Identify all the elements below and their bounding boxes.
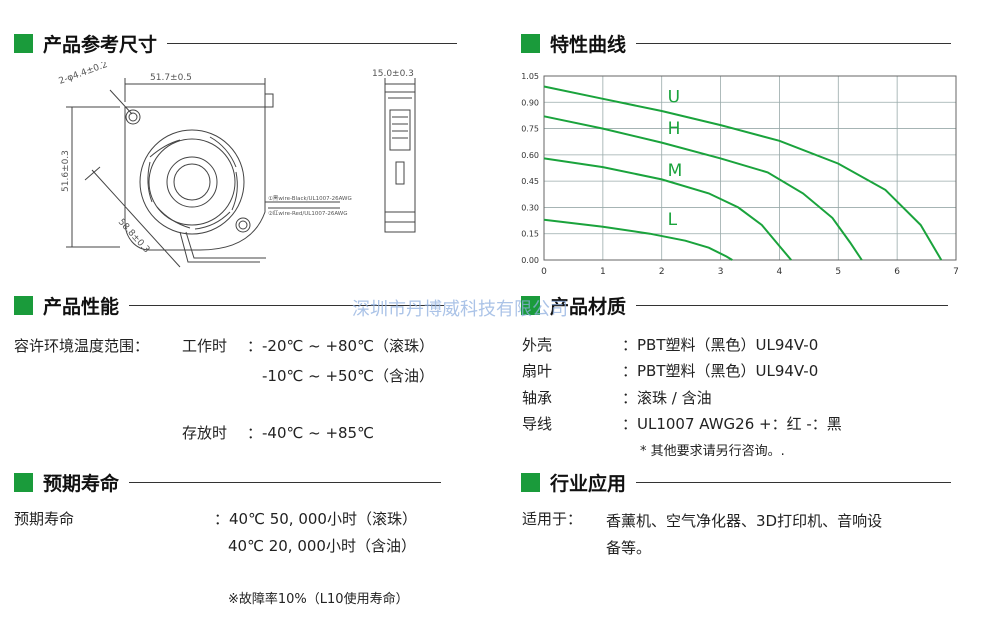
y-tick-label: 0.30 — [521, 203, 539, 212]
lifespan-label: 预期寿命 — [14, 510, 75, 528]
curve-label-l: L — [668, 210, 678, 230]
section-title-text: 特性曲线 — [550, 34, 627, 56]
section-marker — [521, 473, 540, 492]
curve-u — [543, 85, 943, 261]
x-tick-label: 3 — [718, 267, 724, 277]
plot-frame — [543, 75, 957, 261]
x-tick-label: 7 — [953, 267, 959, 277]
section-title-performance: 产品性能 — [14, 292, 445, 319]
x-tick-label: 5 — [835, 267, 841, 277]
dim-diag-label: 58.8±0.3 — [116, 217, 151, 255]
work-value-ball: ：-20℃ ~ +80℃（滚珠） — [247, 337, 434, 355]
section-title-text: 行业应用 — [550, 473, 627, 495]
watermark: 深圳市丹博威科技有限公司 — [352, 299, 568, 320]
y-tick-label: 0.90 — [521, 98, 539, 107]
material-label-wire: 导线 — [522, 415, 553, 433]
y-tick-label: 0.45 — [521, 177, 539, 186]
y-tick-label: 0.60 — [521, 151, 539, 160]
material-value-wire: ：UL1007 AWG26 +：红 -：黑 — [622, 415, 842, 433]
material-value-shell: ：PBT塑料（黑色）UL94V-0 — [622, 336, 819, 354]
section-rule — [129, 305, 445, 306]
section-title-application: 行业应用 — [521, 469, 952, 496]
curve-label-m: M — [668, 161, 683, 181]
x-tick-label: 2 — [659, 267, 665, 277]
section-rule — [636, 305, 949, 306]
y-tick-label: 1.05 — [521, 72, 539, 81]
dim-height-label: 51.6±0.3 — [61, 150, 71, 192]
dim-hole-label: 2-φ4.4±0.2 — [58, 62, 109, 87]
section-marker — [521, 296, 540, 315]
y-tick-label: 0.75 — [521, 125, 539, 134]
x-tick-label: 1 — [600, 267, 606, 277]
x-tick-label: 6 — [894, 267, 900, 277]
x-tick-label: 0 — [541, 267, 547, 277]
store-label: 存放时 — [182, 424, 228, 442]
curve-label-h: H — [668, 119, 681, 139]
lifespan-ball: ：40℃ 50, 000小时（滚珠） — [214, 510, 417, 528]
section-title-text: 产品性能 — [43, 296, 120, 318]
section-title-dimensions: 产品参考尺寸 — [14, 30, 458, 57]
curve-m — [543, 157, 792, 261]
section-marker — [14, 34, 33, 53]
temp-range-label: 容许环境温度范围： — [14, 337, 150, 355]
work-label: 工作时 — [182, 337, 228, 355]
work-value-oil: -10℃ ~ +50℃（含油） — [262, 367, 434, 385]
store-value: ：-40℃ ~ +85℃ — [247, 424, 374, 442]
application-line1: 香薰机、空气净化器、3D打印机、音响设 — [606, 512, 883, 530]
material-label-blade: 扇叶 — [522, 362, 553, 380]
material-value-blade: ：PBT塑料（黑色）UL94V-0 — [622, 362, 819, 380]
curve-label-u: U — [668, 87, 680, 107]
section-title-curve: 特性曲线 — [521, 30, 952, 57]
section-rule — [636, 482, 952, 483]
section-marker — [14, 296, 33, 315]
lifespan-note: ※故障率10%（L10使用寿命） — [228, 592, 409, 607]
section-rule — [167, 43, 458, 44]
section-title-text: 预期寿命 — [43, 473, 120, 495]
section-marker — [521, 34, 540, 53]
wire-label-black: ①黑wire-Black/UL1007-26AWG — [268, 195, 352, 202]
application-label: 适用于： — [522, 510, 583, 528]
material-label-bearing: 轴承 — [522, 389, 553, 407]
y-tick-label: 0.15 — [521, 230, 539, 239]
material-label-shell: 外壳 — [522, 336, 553, 354]
material-value-bearing: ：滚珠 / 含油 — [622, 389, 712, 407]
fan-dimension-drawing: 51.7±0.5 51.6±0.3 58.8±0.3 2-φ4.4±0.2 15… — [58, 62, 416, 268]
section-title-lifespan: 预期寿命 — [14, 469, 442, 496]
lifespan-oil: 40℃ 20, 000小时（含油） — [228, 537, 416, 555]
application-line2: 备等。 — [606, 539, 652, 557]
curve-l — [543, 218, 733, 261]
dim-width-label: 51.7±0.5 — [150, 73, 192, 83]
section-title-text: 产品参考尺寸 — [43, 34, 158, 56]
characteristic-curve-chart: 0 1 2 3 4 5 6 7 0.00 0.15 0.30 0.45 0.60 0.75 0.90 1.05… — [521, 72, 959, 277]
wire-label-red: ②红wire-Red/UL1007-26AWG — [268, 209, 348, 217]
dim-depth-label: 15.0±0.3 — [372, 69, 414, 79]
material-note: * 其他要求请另行咨询。. — [640, 444, 785, 459]
section-marker — [14, 473, 33, 492]
section-title-text: 产品材质 — [550, 296, 627, 318]
section-title-material: 产品材质 — [521, 292, 949, 319]
y-tick-label: 0.00 — [521, 256, 539, 265]
section-rule — [636, 43, 952, 44]
curve-h — [543, 115, 863, 261]
x-tick-label: 4 — [777, 267, 783, 277]
section-rule — [129, 482, 442, 483]
